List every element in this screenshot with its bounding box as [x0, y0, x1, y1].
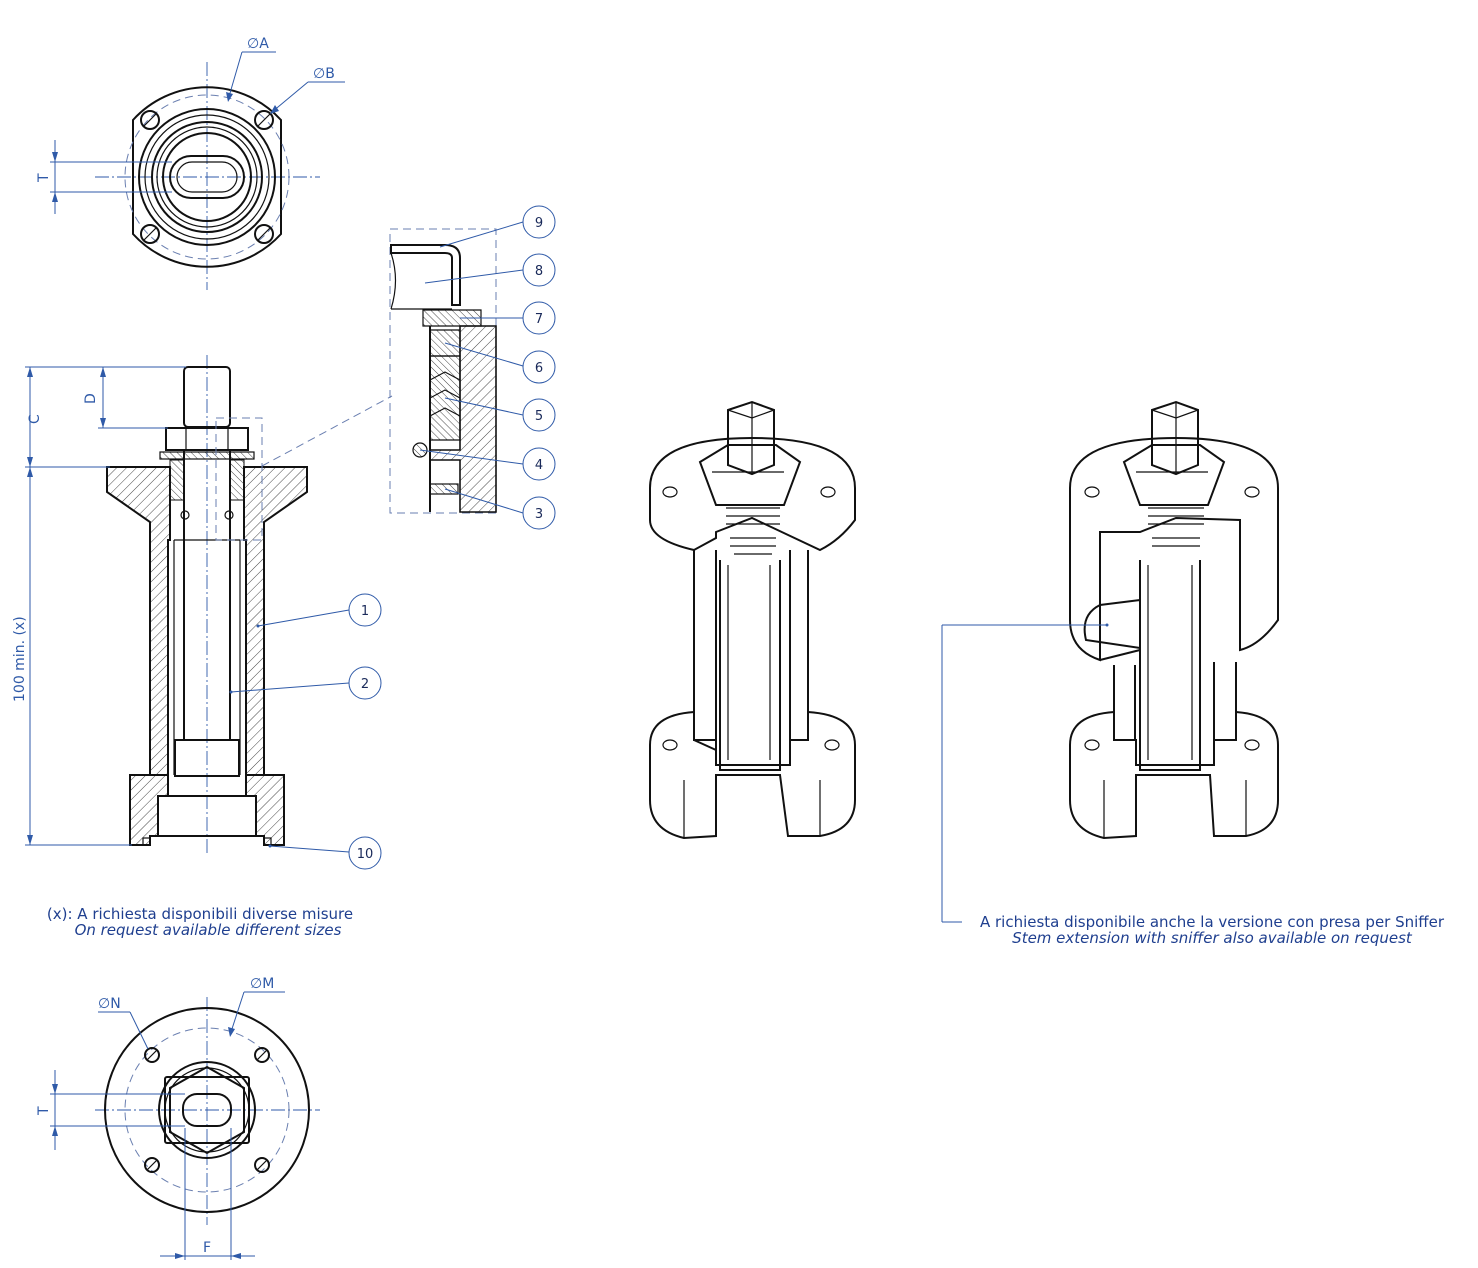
- dim-m-label: ∅M: [250, 976, 274, 992]
- dim-f-label: F: [203, 1240, 211, 1256]
- svg-text:8: 8: [535, 264, 543, 279]
- svg-text:2: 2: [361, 677, 369, 692]
- svg-text:10: 10: [357, 847, 374, 862]
- svg-text:4: 4: [535, 458, 543, 473]
- callout-7: 7: [522, 301, 556, 335]
- dim-t-bottom-label: T: [36, 1106, 52, 1116]
- dim-b-label: ∅B: [313, 66, 335, 82]
- svg-text:9: 9: [535, 216, 543, 231]
- callout-4: 4: [522, 447, 556, 481]
- dim-length-label: 100 min. (x): [12, 616, 28, 702]
- callout-9: 9: [522, 205, 556, 239]
- dim-d-label: D: [83, 393, 99, 404]
- callout-2: 2: [348, 666, 382, 700]
- isometric-view-standard: [649, 400, 856, 840]
- dim-c-label: C: [27, 414, 43, 424]
- note-sizes-en: On request available different sizes: [75, 921, 342, 939]
- isometric-view-sniffer: [941, 400, 1279, 923]
- callout-5: 5: [522, 398, 556, 432]
- svg-text:1: 1: [361, 604, 369, 619]
- dim-t-top-label: T: [36, 173, 52, 183]
- callout-1: 1: [348, 593, 382, 627]
- svg-text:6: 6: [535, 361, 543, 376]
- note-sniffer-en: Stem extension with sniffer also availab…: [1012, 929, 1413, 947]
- callout-8: 8: [522, 253, 556, 287]
- svg-text:7: 7: [535, 312, 543, 327]
- svg-text:3: 3: [535, 507, 543, 522]
- bottom-view: [50, 991, 320, 1260]
- svg-text:5: 5: [535, 409, 543, 424]
- dim-a-label: ∅A: [247, 36, 269, 52]
- callout-6: 6: [522, 350, 556, 384]
- detail-view: [389, 221, 524, 514]
- dim-n-label: ∅N: [98, 996, 121, 1012]
- bolt-holes-bottom: [144, 1047, 270, 1173]
- callout-3: 3: [522, 496, 556, 530]
- section-view: [25, 355, 393, 855]
- note-sniffer-it: A richiesta disponibile anche la version…: [980, 913, 1445, 931]
- top-view: [50, 51, 345, 290]
- bolt-holes-top: [140, 110, 274, 244]
- note-sizes-it: (x): A richiesta disponibili diverse mis…: [47, 905, 353, 923]
- callout-10: 10: [348, 836, 382, 870]
